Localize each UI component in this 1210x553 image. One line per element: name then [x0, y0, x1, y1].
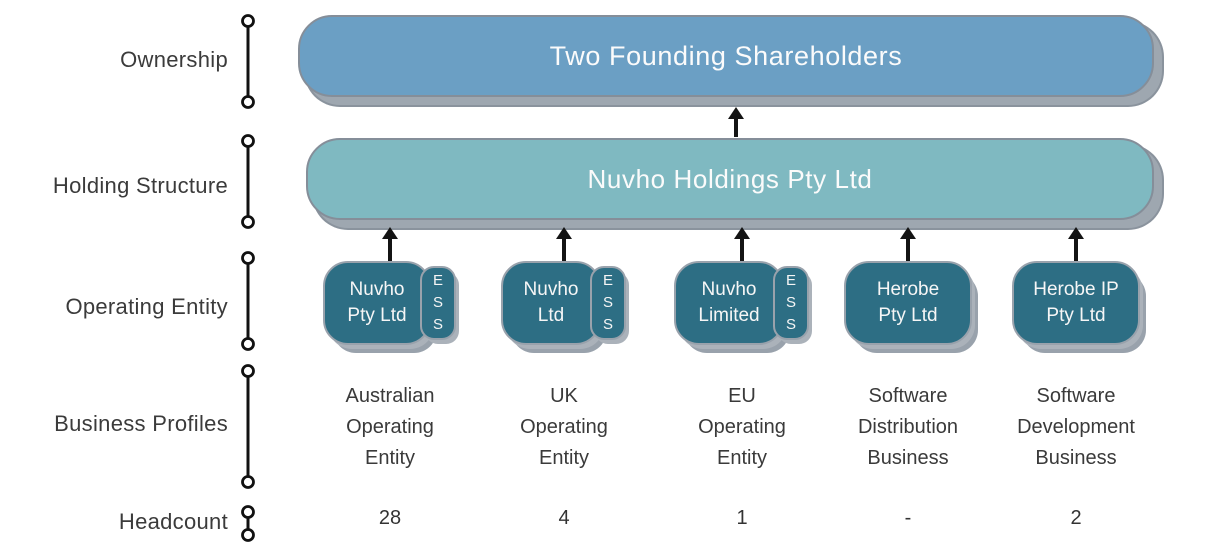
arrow-stem: [906, 239, 910, 261]
row-label-business-profiles: Business Profiles: [54, 411, 228, 436]
entity-box-label: Herobe Pty Ltd: [844, 261, 972, 345]
arrow-entity-3-to-holdings: [733, 227, 751, 261]
holdings-box: Nuvho Holdings Pty Ltd: [306, 138, 1154, 220]
row-label-operating-entity: Operating Entity: [65, 294, 228, 319]
timeline-rail: [241, 14, 255, 542]
row-label-headcount: Headcount: [118, 509, 228, 534]
ess-tab: E S S: [590, 266, 626, 340]
arrow-stem: [1074, 239, 1078, 261]
headcount-value-3: 1: [736, 507, 748, 529]
business-profile-5: Software Development Business: [1017, 385, 1135, 469]
business-profile-3: EU Operating Entity: [698, 385, 786, 469]
holdings-box-label: Nuvho Holdings Pty Ltd: [587, 163, 873, 194]
entity-nuvho-limited: Nuvho Limited E S S: [674, 261, 809, 345]
row-label-holding-structure: Holding Structure: [52, 173, 228, 198]
headcount-value-5: 2: [1070, 507, 1082, 529]
row-label-ownership: Ownership: [120, 47, 228, 72]
arrow-entity-5-to-holdings: [1067, 227, 1085, 261]
business-profile-1: Australian Operating Entity: [345, 385, 435, 469]
business-profile-4: Software Distribution Business: [857, 385, 959, 469]
entity-herobe-ip-pty-ltd: Herobe IP Pty Ltd: [1012, 261, 1140, 345]
ess-tab: E S S: [773, 266, 809, 340]
shareholders-box-label: Two Founding Shareholders: [549, 40, 903, 71]
arrow-entity-4-to-holdings: [899, 227, 917, 261]
entity-box-label: Nuvho Pty Ltd: [323, 261, 431, 345]
entity-nuvho-ltd: Nuvho Ltd E S S: [501, 261, 626, 345]
entity-box-label: Herobe IP Pty Ltd: [1012, 261, 1140, 345]
headcount-value-1: 28: [378, 507, 402, 529]
arrow-stem: [562, 239, 566, 261]
shareholders-box: Two Founding Shareholders: [298, 15, 1154, 97]
arrow-head-icon: [734, 227, 750, 239]
entity-box-label: Nuvho Limited: [674, 261, 784, 345]
headcount-value-2: 4: [558, 507, 570, 529]
arrow-stem: [740, 239, 744, 261]
headcount-value-4: -: [904, 507, 912, 529]
arrow-head-icon: [382, 227, 398, 239]
entity-nuvho-pty-ltd: Nuvho Pty Ltd E S S: [323, 261, 456, 345]
entity-box-label: Nuvho Ltd: [501, 261, 601, 345]
arrow-head-icon: [556, 227, 572, 239]
arrow-head-icon: [728, 107, 744, 119]
arrow-entity-1-to-holdings: [381, 227, 399, 261]
arrow-stem: [388, 239, 392, 261]
arrow-entity-2-to-holdings: [555, 227, 573, 261]
arrow-head-icon: [1068, 227, 1084, 239]
entity-herobe-pty-ltd: Herobe Pty Ltd: [844, 261, 972, 345]
arrow-stem: [734, 119, 738, 137]
arrow-head-icon: [900, 227, 916, 239]
business-profile-2: UK Operating Entity: [520, 385, 608, 469]
arrow-holdings-to-shareholders: [727, 107, 745, 137]
ess-tab: E S S: [420, 266, 456, 340]
